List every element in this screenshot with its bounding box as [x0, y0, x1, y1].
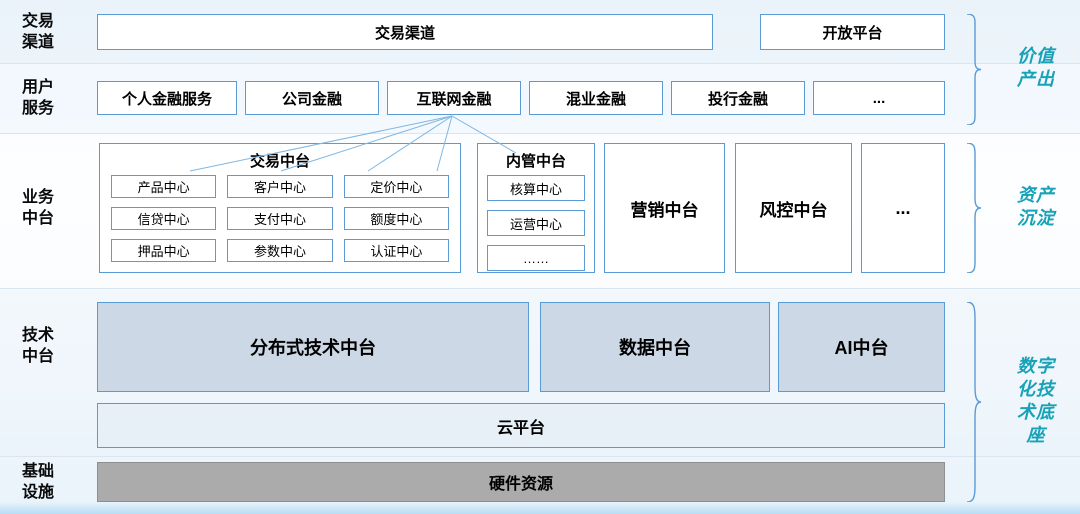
hardware-resources-box: 硬件资源 [97, 462, 945, 502]
risk-center-box: 风控中台 [735, 143, 852, 273]
service-box-internet-finance: 互联网金融 [387, 81, 521, 115]
cell-parameter-center: 参数中心 [227, 239, 333, 262]
cell-internal-more: …… [487, 245, 585, 271]
service-box-more: ... [813, 81, 945, 115]
cell-collateral-center: 押品中心 [111, 239, 217, 262]
cell-payment-center: 支付中心 [227, 207, 333, 230]
cell-accounting-center: 核算中心 [487, 175, 585, 201]
layer-label-infrastructure: 基础 设施 [21, 463, 54, 501]
layer-label-tech-middle: 技术 中台 [21, 327, 54, 365]
trade-center-title: 交易中台 [249, 153, 310, 170]
divider [0, 288, 1080, 289]
service-box-personal-finance: 个人金融服务 [97, 81, 237, 115]
cell-pricing-center: 定价中心 [343, 175, 449, 198]
service-box-corporate-finance: 公司金融 [245, 81, 379, 115]
trade-center-group: 交易中台 产品中心 客户中心 定价中心 信贷中心 支付中心 额度中心 押品中心 … [99, 143, 461, 273]
business-more-box: ... [861, 143, 945, 273]
divider [0, 456, 1080, 457]
cell-authentication-center: 认证中心 [343, 239, 449, 262]
cell-product-center: 产品中心 [111, 175, 217, 198]
trade-center-grid: 产品中心 客户中心 定价中心 信贷中心 支付中心 额度中心 押品中心 参数中心 … [111, 175, 449, 262]
divider [0, 63, 1080, 64]
internal-mgmt-group: 内管中台 核算中心 运营中心 …… [477, 143, 595, 273]
trade-channel-box: 交易渠道 [97, 14, 713, 50]
layer-label-user-services: 用户 服务 [21, 79, 54, 117]
layer-label-business-middle: 业务 中台 [21, 189, 54, 227]
internal-mgmt-title: 内管中台 [505, 153, 566, 170]
cell-operations-center: 运营中心 [487, 210, 585, 236]
curly-brace-icon [966, 143, 982, 273]
layer-label-trade-channels: 交易 渠道 [21, 13, 54, 51]
open-platform-box: 开放平台 [760, 14, 945, 50]
internal-mgmt-stack: 核算中心 运营中心 …… [487, 175, 585, 271]
curly-brace-icon [966, 302, 982, 502]
cell-customer-center: 客户中心 [227, 175, 333, 198]
service-box-mixed-finance: 混业金融 [529, 81, 663, 115]
ai-center-box: AI中台 [778, 302, 945, 392]
distributed-tech-box: 分布式技术中台 [97, 302, 529, 392]
service-box-investment-banking: 投行金融 [671, 81, 805, 115]
cloud-platform-box: 云平台 [97, 403, 945, 448]
curly-brace-icon [966, 14, 982, 125]
side-label-value-output: 价值 产出 [1017, 46, 1055, 90]
data-center-box: 数据中台 [540, 302, 770, 392]
cell-credit-center: 信贷中心 [111, 207, 217, 230]
side-label-asset-accumulation: 资产 沉淀 [1017, 185, 1055, 229]
cell-quota-center: 额度中心 [343, 207, 449, 230]
marketing-center-box: 营销中台 [604, 143, 725, 273]
divider [0, 133, 1080, 134]
side-label-digital-foundation: 数字 化技 术底 座 [1017, 356, 1055, 446]
